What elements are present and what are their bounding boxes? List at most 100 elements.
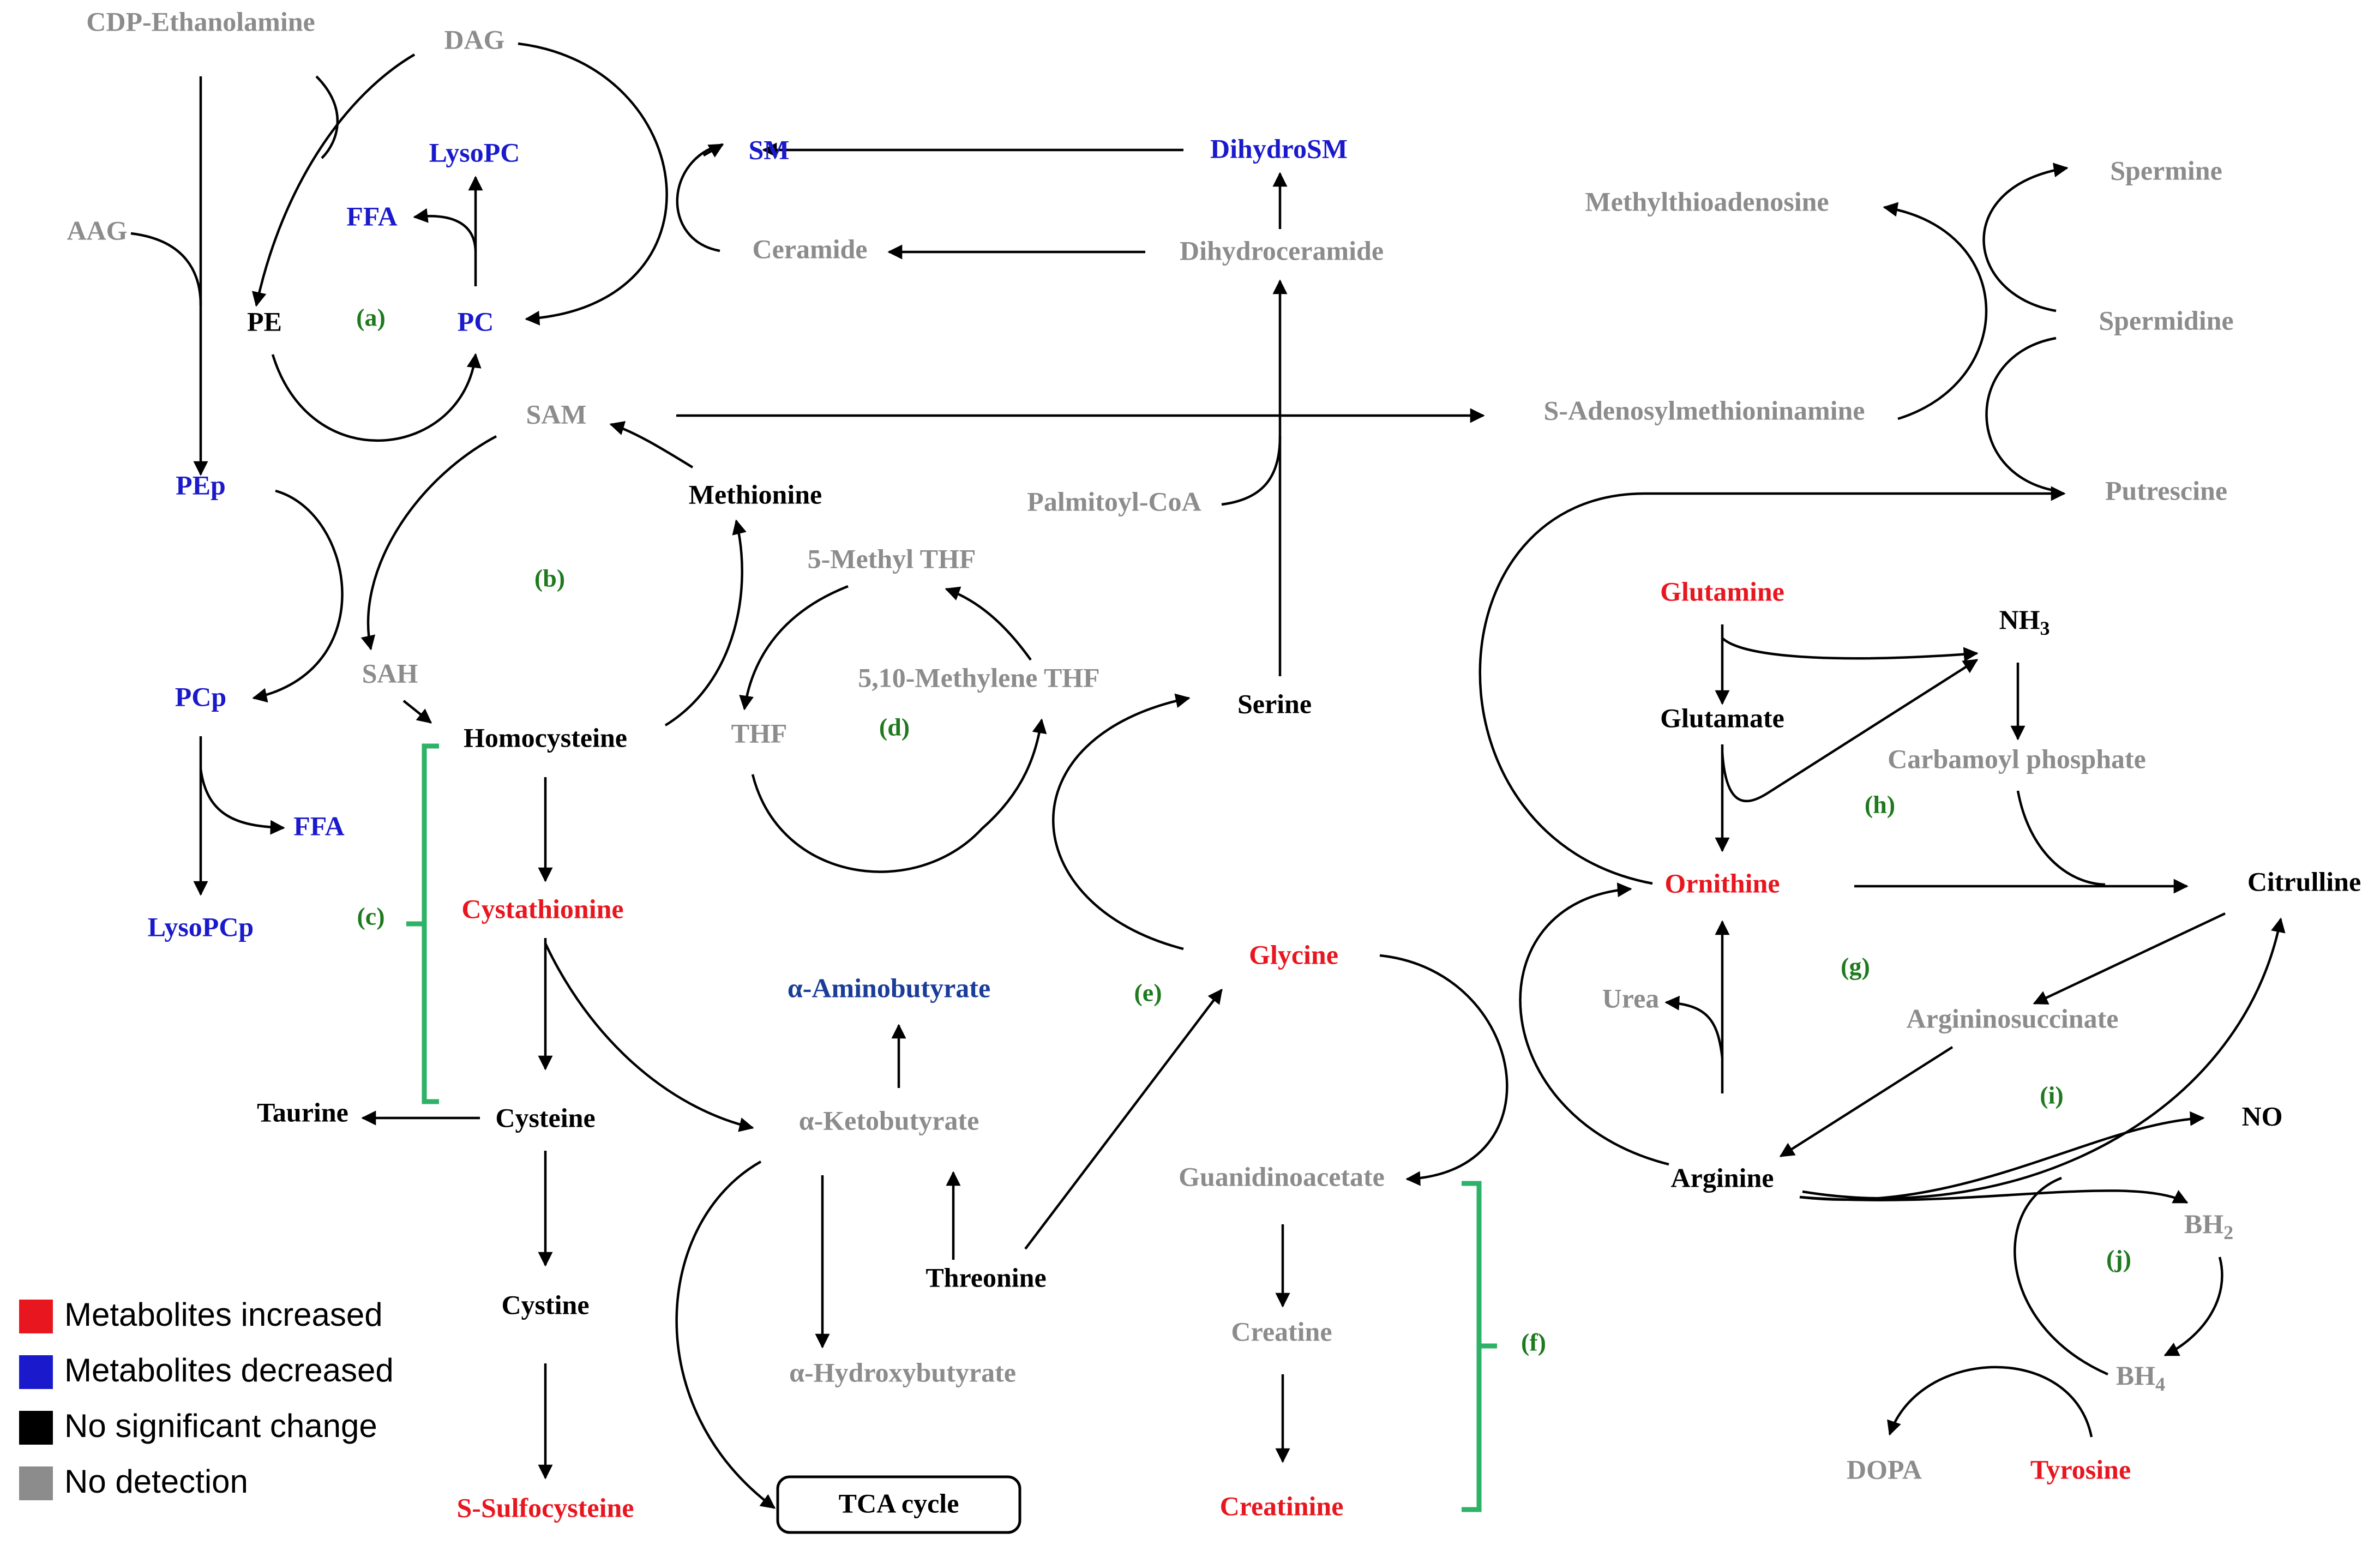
node-dihydroceramide: Dihydroceramide [1180,235,1384,266]
node-spermidine: Spermidine [2099,305,2233,335]
node-dopa: DOPA [1847,1454,1922,1484]
node-methylthioadenosine: Methylthioadenosine [1585,186,1829,217]
arrow-palmitoylcoa-join [1221,436,1282,506]
legend: Metabolites increased Metabolites decrea… [19,1296,394,1500]
arrow-arginine-citrulline [1802,917,2286,1200]
arrow-arginine-no [1799,1111,2205,1201]
arrow-pcp-ffa [199,768,285,835]
node-lysopcp: LysoPCp [148,911,254,942]
legend-label-increased: Metabolites increased [64,1296,383,1333]
node-dihydrosm: DihydroSM [1210,133,1348,164]
node-cystine: Cystine [501,1289,589,1320]
node-dag: DAG [444,24,504,55]
node-aag: AAG [67,215,127,245]
node-pcp: PCp [175,681,226,712]
metabolite-nodes: CDP-Ethanolamine DAG AAG Ceramide Dihydr… [67,6,2361,1523]
node-creatinine: Creatinine [1220,1490,1344,1521]
arrow-ketobutyrate-tca [675,1161,776,1509]
arrow-sah-homocysteine [402,700,432,724]
arrow-threonine-glycine [1024,988,1223,1250]
arrow-citrulline-argininosuccinate [2033,912,2226,1005]
arrow-pc-ffa [413,208,477,251]
node-bh4: BH4 [2116,1360,2165,1395]
node-aminobutyrate: α-Aminobutyrate [788,972,990,1003]
arrow-pe-pc [271,353,482,442]
node-s-sulfocysteine: S-Sulfocysteine [457,1492,634,1523]
arrow-glycine-serine [1052,693,1191,951]
arrow-glycine-ornithine [1519,882,1669,1166]
node-palmitoyl-coa: Palmitoyl-CoA [1027,486,1201,516]
arrow-dag-pe [251,53,416,307]
arrow-ornithine-putrescine [1479,486,2066,885]
node-glutamate: Glutamate [1660,702,1784,733]
node-urea: Urea [1602,983,1660,1013]
legend-label-decreased: Metabolites decreased [64,1352,394,1388]
arrow-bh4-loop [2014,1176,2108,1376]
node-methionine: Methionine [689,479,822,509]
node-glutamine: Glutamine [1660,576,1784,606]
section-labels: (a) (b) (c) (d) (e) (f) (g) (h) (i) (j) [356,304,2131,1356]
arrow-aag-join [130,232,202,306]
section-label-j: (j) [2106,1245,2131,1273]
arrow-arginine-urea [1664,995,1724,1059]
section-label-f: (f) [1521,1328,1546,1356]
node-guanidinoacetate: Guanidinoacetate [1179,1161,1385,1192]
section-label-i: (i) [2040,1081,2063,1109]
node-thf: THF [731,718,788,748]
arrow-argininosuccinate-arginine [1779,1046,1954,1157]
node-tca-cycle: TCA cycle [839,1488,959,1518]
arrow-carbamoyl-citrulline [2016,790,2106,886]
node-cdp-ethanolamine: CDP-Ethanolamine [86,6,315,37]
node-creatine: Creatine [1231,1316,1332,1346]
node-pep: PEp [176,470,226,500]
node-arginine: Arginine [1671,1162,1774,1193]
arrow-dag-pc [518,42,668,326]
node-sm: SM [749,134,790,165]
node-cystathionine: Cystathionine [461,893,623,924]
section-label-g: (g) [1841,953,1870,981]
section-label-h: (h) [1865,791,1895,819]
node-s-adenosylmethioninamine: S-Adenosylmethioninamine [1544,395,1865,425]
node-threonine: Threonine [925,1262,1046,1292]
section-label-d: (d) [879,713,910,741]
node-pe: PE [247,306,282,336]
node-hydroxybutyrate: α-Hydroxybutyrate [789,1357,1016,1387]
arrow-glutamate-nh3 [1721,659,1979,803]
legend-swatch-no-change [19,1411,53,1445]
node-spermine: Spermine [2110,155,2222,185]
arrow-spermidine-spermine [1982,163,2069,312]
node-nh3: NH3 [1999,604,2050,639]
node-methyl-thf: 5-Methyl THF [808,543,976,574]
node-methylene-thf: 5,10-Methylene THF [858,662,1099,693]
node-sah: SAH [362,658,418,688]
arrow-methylthf-thf [739,585,849,711]
node-serine: Serine [1237,688,1312,719]
node-sam: SAM [526,399,586,429]
arrow-sm-ceramide [676,143,723,253]
arrow-sm-head [702,143,724,158]
bracket-c [406,743,439,1104]
bracket-f [1462,1181,1497,1512]
node-carbamoyl-phosphate: Carbamoyl phosphate [1888,743,2146,774]
pathway-arrows [130,42,2286,1509]
legend-label-no-change: No significant change [64,1408,377,1444]
node-putrescine: Putrescine [2105,475,2227,506]
section-label-a: (a) [356,304,386,332]
arrow-thf-methylenethf [751,718,1047,873]
node-argininosuccinate: Argininosuccinate [1907,1003,2119,1033]
legend-swatch-increased [19,1300,53,1333]
arrow-tyrosine-dopa [1887,1366,2093,1438]
section-label-e: (e) [1134,979,1162,1007]
section-label-b: (b) [534,564,565,592]
arrow-cystathionine-ketobutyrate [544,943,754,1132]
arrow-sadenosyl-methylthioadenosine [1883,202,1988,420]
node-bh2: BH2 [2184,1209,2233,1243]
node-cysteine: Cysteine [495,1102,595,1133]
legend-swatch-no-detection [19,1466,53,1500]
node-homocysteine: Homocysteine [464,722,627,753]
node-ffa-top: FFA [346,201,397,231]
arrow-sam-sah [360,435,497,651]
node-ornithine: Ornithine [1664,868,1780,898]
section-brackets [406,743,1497,1512]
